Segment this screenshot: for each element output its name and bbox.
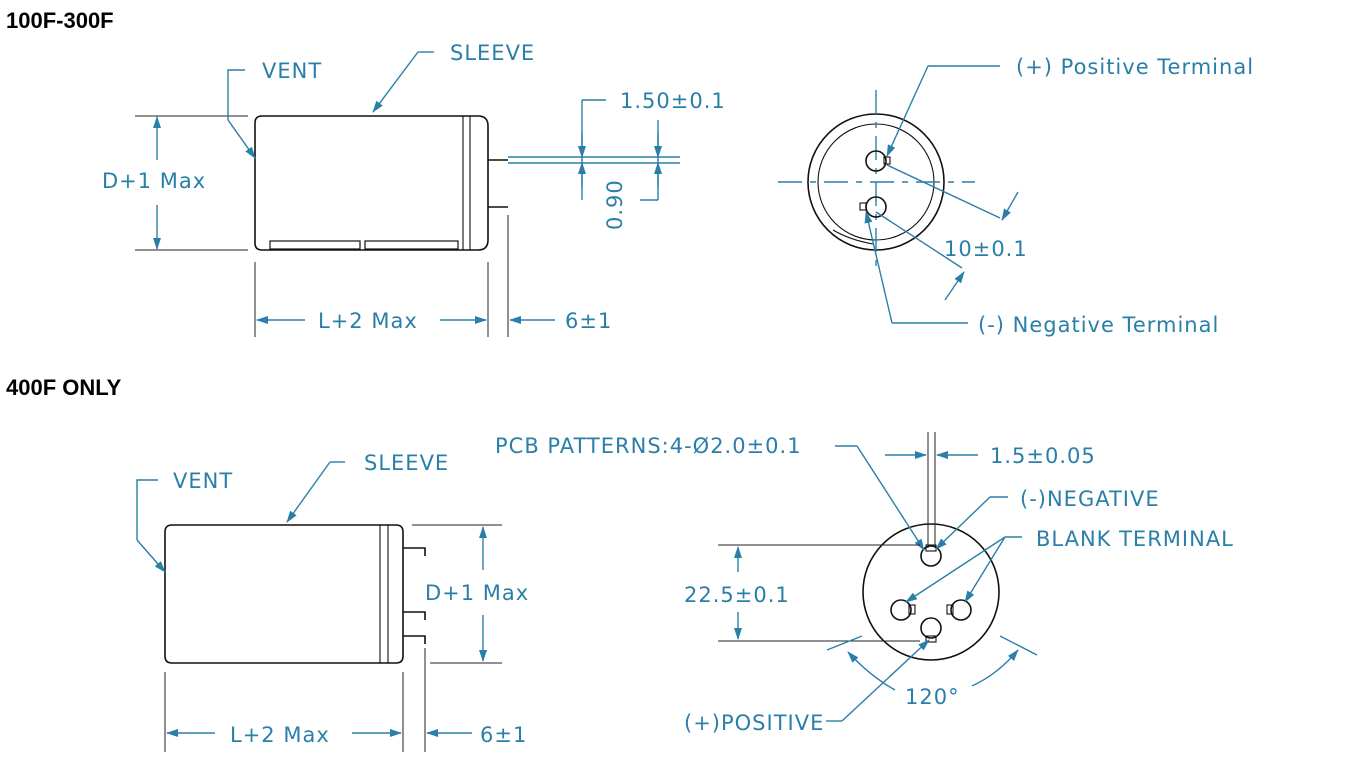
bottom-positive-label: (+)POSITIVE (684, 711, 824, 735)
bottom-blank-terminal-right (950, 599, 972, 621)
bottom-spacing-label: 22.5±0.1 (684, 583, 790, 607)
bottom-blank-terminal-label: BLANK TERMINAL (1036, 527, 1234, 551)
bottom-sleeve-label: SLEEVE (364, 451, 449, 475)
bottom-terminal-lower (403, 635, 426, 644)
bottom-vent-label: VENT (173, 469, 233, 493)
top-sleeve-label: SLEEVE (450, 41, 535, 65)
top-side-view (135, 51, 680, 337)
bottom-terminal-middle (403, 611, 426, 620)
bottom-negative-terminal (920, 545, 942, 567)
bottom-end-outer-circle (862, 523, 1000, 661)
bottom-negative-label: (-)NEGATIVE (1020, 487, 1160, 511)
bottom-capacitor-body (164, 524, 404, 664)
bottom-pin-width-label: 1.5±0.05 (990, 444, 1096, 468)
top-spacing-label: 10±0.1 (944, 237, 1028, 261)
top-lead-length-label: 6±1 (565, 309, 612, 333)
bottom-blank-terminal-left (890, 599, 912, 621)
section-title-100f-300f: 100F-300F (6, 8, 114, 33)
top-base-bar-right (364, 240, 459, 250)
top-base-bar-left (269, 240, 361, 250)
bottom-diameter-label: D+1 Max (425, 581, 529, 605)
top-vent-label: VENT (262, 59, 322, 83)
top-diameter-label: D+1 Max (102, 169, 206, 193)
bottom-pcb-patterns-label: PCB PATTERNS:4-Ø2.0±0.1 (495, 434, 802, 458)
top-capacitor-body (254, 115, 489, 251)
bottom-lead-length-label: 6±1 (480, 723, 527, 747)
bottom-terminal-upper (403, 547, 426, 556)
top-end-view (778, 65, 1019, 324)
bottom-length-label: L+2 Max (230, 723, 330, 747)
top-positive-terminal-label: (+) Positive Terminal (1016, 55, 1254, 79)
bottom-positive-terminal (920, 617, 942, 639)
top-negative-terminal-label: (-) Negative Terminal (978, 313, 1219, 337)
top-length-label: L+2 Max (318, 309, 418, 333)
bottom-end-view (718, 432, 1038, 722)
top-pin-thickness-label: 0.90 (603, 179, 627, 230)
top-positive-terminal (865, 150, 887, 172)
top-pin-width-label: 1.50±0.1 (620, 89, 726, 113)
bottom-angle-label: 120° (905, 685, 960, 709)
section-title-400f-only: 400F ONLY (6, 375, 122, 400)
bottom-side-view (136, 461, 502, 752)
